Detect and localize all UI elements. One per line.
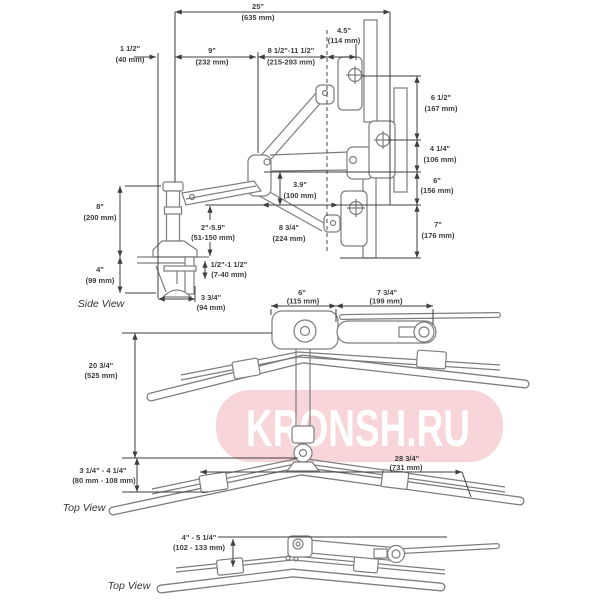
dim-1215mm: (7-40 mm): [211, 270, 247, 279]
side-view-label: Side View: [78, 298, 126, 310]
arm-horizontal: [269, 146, 374, 180]
dim-6mm: (156 mm): [421, 186, 454, 195]
dim-45mm: (114 mm): [328, 36, 361, 45]
dim-39mm: (100 mm): [284, 191, 317, 200]
dim-3414in: 3 1/4" - 4 1/4": [79, 466, 127, 475]
dim-6topmm: (115 mm): [287, 297, 320, 306]
dim-39in: 3.9": [293, 180, 307, 189]
pole: [152, 181, 198, 258]
dim-15in: 1 1/2": [120, 44, 141, 53]
dim-7mm: (176 mm): [422, 231, 455, 240]
dim-8in: 8": [96, 202, 104, 211]
dim-8511mm: (215-293 mm): [267, 58, 315, 67]
monitor-bracket-bottom: [340, 190, 368, 247]
dim-2034in: 20 3/4": [89, 361, 114, 370]
dim-414mm: (106 mm): [424, 155, 457, 164]
watermark-text: KRONSH.RU: [246, 400, 470, 458]
dim-334in: 3 3/4": [201, 293, 222, 302]
monitor-bracket-top: [337, 56, 364, 111]
top-view-1-labels: 6" (115 mm) 7 3/4" (199 mm) 20 3/4" (525…: [63, 288, 423, 514]
dim-734in: 7 3/4": [377, 288, 398, 297]
top-view-1-dimensions: [122, 303, 472, 498]
dim-4514mm: (102 - 133 mm): [173, 543, 226, 552]
wing-bracket: [198, 471, 229, 494]
dim-259mm: (51-150 mm): [191, 233, 235, 242]
dim-834in: 8 3/4": [279, 223, 300, 232]
dim-2034mm: (525 mm): [85, 371, 118, 380]
desk-clamp: [137, 256, 209, 298]
dim-8mm: (200 mm): [84, 213, 117, 222]
dim-7in: 7": [434, 220, 442, 229]
top-view-2-label: Top View: [108, 580, 152, 592]
dim-3414mm: (80 mm - 108 mm): [72, 476, 136, 485]
dim-9in: 9": [208, 46, 216, 55]
monitor-bracket-mid: [368, 120, 396, 179]
dim-9mm: (232 mm): [196, 58, 229, 67]
dim-6topin: 6": [298, 288, 306, 297]
watermark: KRONSH.RU: [216, 390, 503, 462]
dim-4mm: (99 mm): [86, 276, 115, 285]
dim-25mm: (635 mm): [242, 13, 275, 22]
dim-2834in: 28 3/4": [395, 454, 420, 463]
dim-612mm: (167 mm): [425, 104, 458, 113]
dim-259in: 2"-5.9": [201, 223, 226, 232]
dim-4514in: 4" - 5 1/4": [182, 533, 217, 542]
dim-414in: 4 1/4": [430, 144, 451, 153]
dim-612in: 6 1/2": [431, 93, 452, 102]
side-view-dimensions: [117, 9, 421, 302]
monitor-plate-top: [363, 19, 378, 123]
arm-lowered: [253, 186, 341, 233]
dim-834mm: (224 mm): [273, 234, 306, 243]
side-view-drawing: [137, 19, 408, 298]
top-view-2-drawing: [156, 535, 500, 594]
dim-1215in: 1/2"-1 1/2": [211, 260, 248, 269]
dim-6in: 6": [433, 176, 441, 185]
dim-334mm: (94 mm): [197, 303, 226, 312]
riser-column: [285, 349, 321, 472]
dim-15mm: (40 mm): [116, 55, 145, 64]
wing-bracket: [215, 557, 245, 576]
watermark-badge: [216, 390, 503, 462]
dim-4in: 4": [96, 265, 104, 274]
dim-2834mm: (731 mm): [390, 463, 423, 472]
side-view-labels: 25" (635 mm) 1 1/2" (40 mm) 9" (232 mm) …: [78, 2, 458, 312]
top-view-2-dimensions: [218, 536, 447, 567]
dim-25in: 25": [252, 2, 264, 11]
top-view-1-label: Top View: [63, 502, 107, 514]
top-view-2-labels: 4" - 5 1/4" (102 - 133 mm) Top View: [108, 533, 226, 592]
dim-8511in: 8 1/2"-11 1/2": [268, 46, 315, 55]
wing-bracket: [231, 357, 261, 380]
dim-45in: 4.5": [337, 26, 351, 35]
dim-734mm: (199 mm): [370, 297, 403, 306]
wing-bracket: [415, 349, 447, 370]
